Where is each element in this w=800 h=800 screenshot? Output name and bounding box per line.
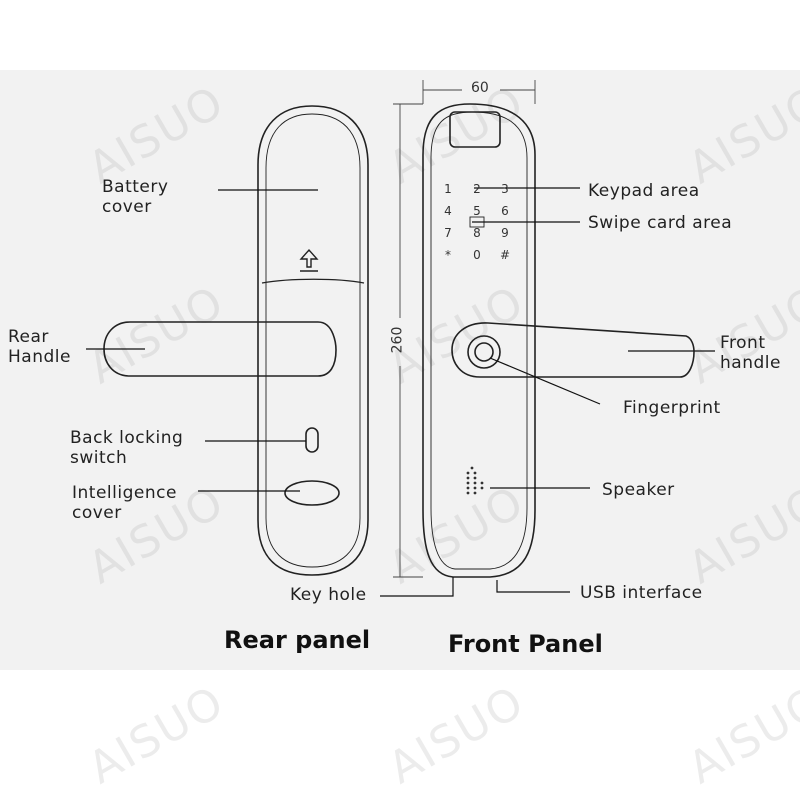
rear-panel-title: Rear panel	[224, 626, 371, 654]
battery-cover-seam	[261, 278, 365, 284]
fingerprint-sensor	[474, 342, 494, 362]
height-dimension-label: 260	[389, 326, 406, 354]
keypad-key: 5	[473, 204, 481, 218]
front-handle	[451, 322, 695, 378]
rear-panel-body	[257, 105, 369, 576]
speaker-grille	[466, 466, 484, 495]
keypad-key: 9	[501, 226, 509, 240]
fingerprint-label: Fingerprint	[623, 398, 721, 418]
keypad-key: 2	[473, 182, 481, 196]
dimension-height	[393, 103, 423, 578]
rear-handle	[103, 321, 337, 377]
keypad-key: 6	[501, 204, 509, 218]
keypad-key: 8	[473, 226, 481, 240]
front-panel	[422, 103, 695, 578]
speaker-label: Speaker	[602, 480, 675, 500]
width-dimension-label: 60	[471, 80, 489, 96]
rear-panel-inner	[265, 113, 361, 568]
front-panel-body	[422, 103, 536, 578]
keypad-key: 4	[444, 204, 452, 218]
keypad-key: 0	[473, 248, 481, 262]
up-arrow-icon	[299, 248, 319, 272]
leader-lines	[86, 187, 715, 597]
keypad-area-label: Keypad area	[588, 181, 700, 201]
keypad-key: #	[499, 248, 511, 262]
front-panel-inner	[430, 111, 528, 570]
dimension-width	[422, 80, 536, 104]
keypad-key: 1	[444, 182, 452, 196]
back-locking-switch	[305, 427, 319, 453]
fingerprint-sensor-ring	[467, 335, 501, 369]
usb-interface-label: USB interface	[580, 583, 703, 603]
intelligence-cover	[284, 480, 340, 506]
front-panel-title: Front Panel	[448, 630, 603, 658]
key-hole-label: Key hole	[290, 585, 367, 605]
rear-panel	[103, 105, 369, 576]
keypad-key: *	[445, 248, 451, 262]
keypad-key: 7	[444, 226, 452, 240]
front-top-knob	[449, 111, 501, 148]
keypad-key: 3	[501, 182, 509, 196]
swipe-card-area-label: Swipe card area	[588, 213, 733, 233]
